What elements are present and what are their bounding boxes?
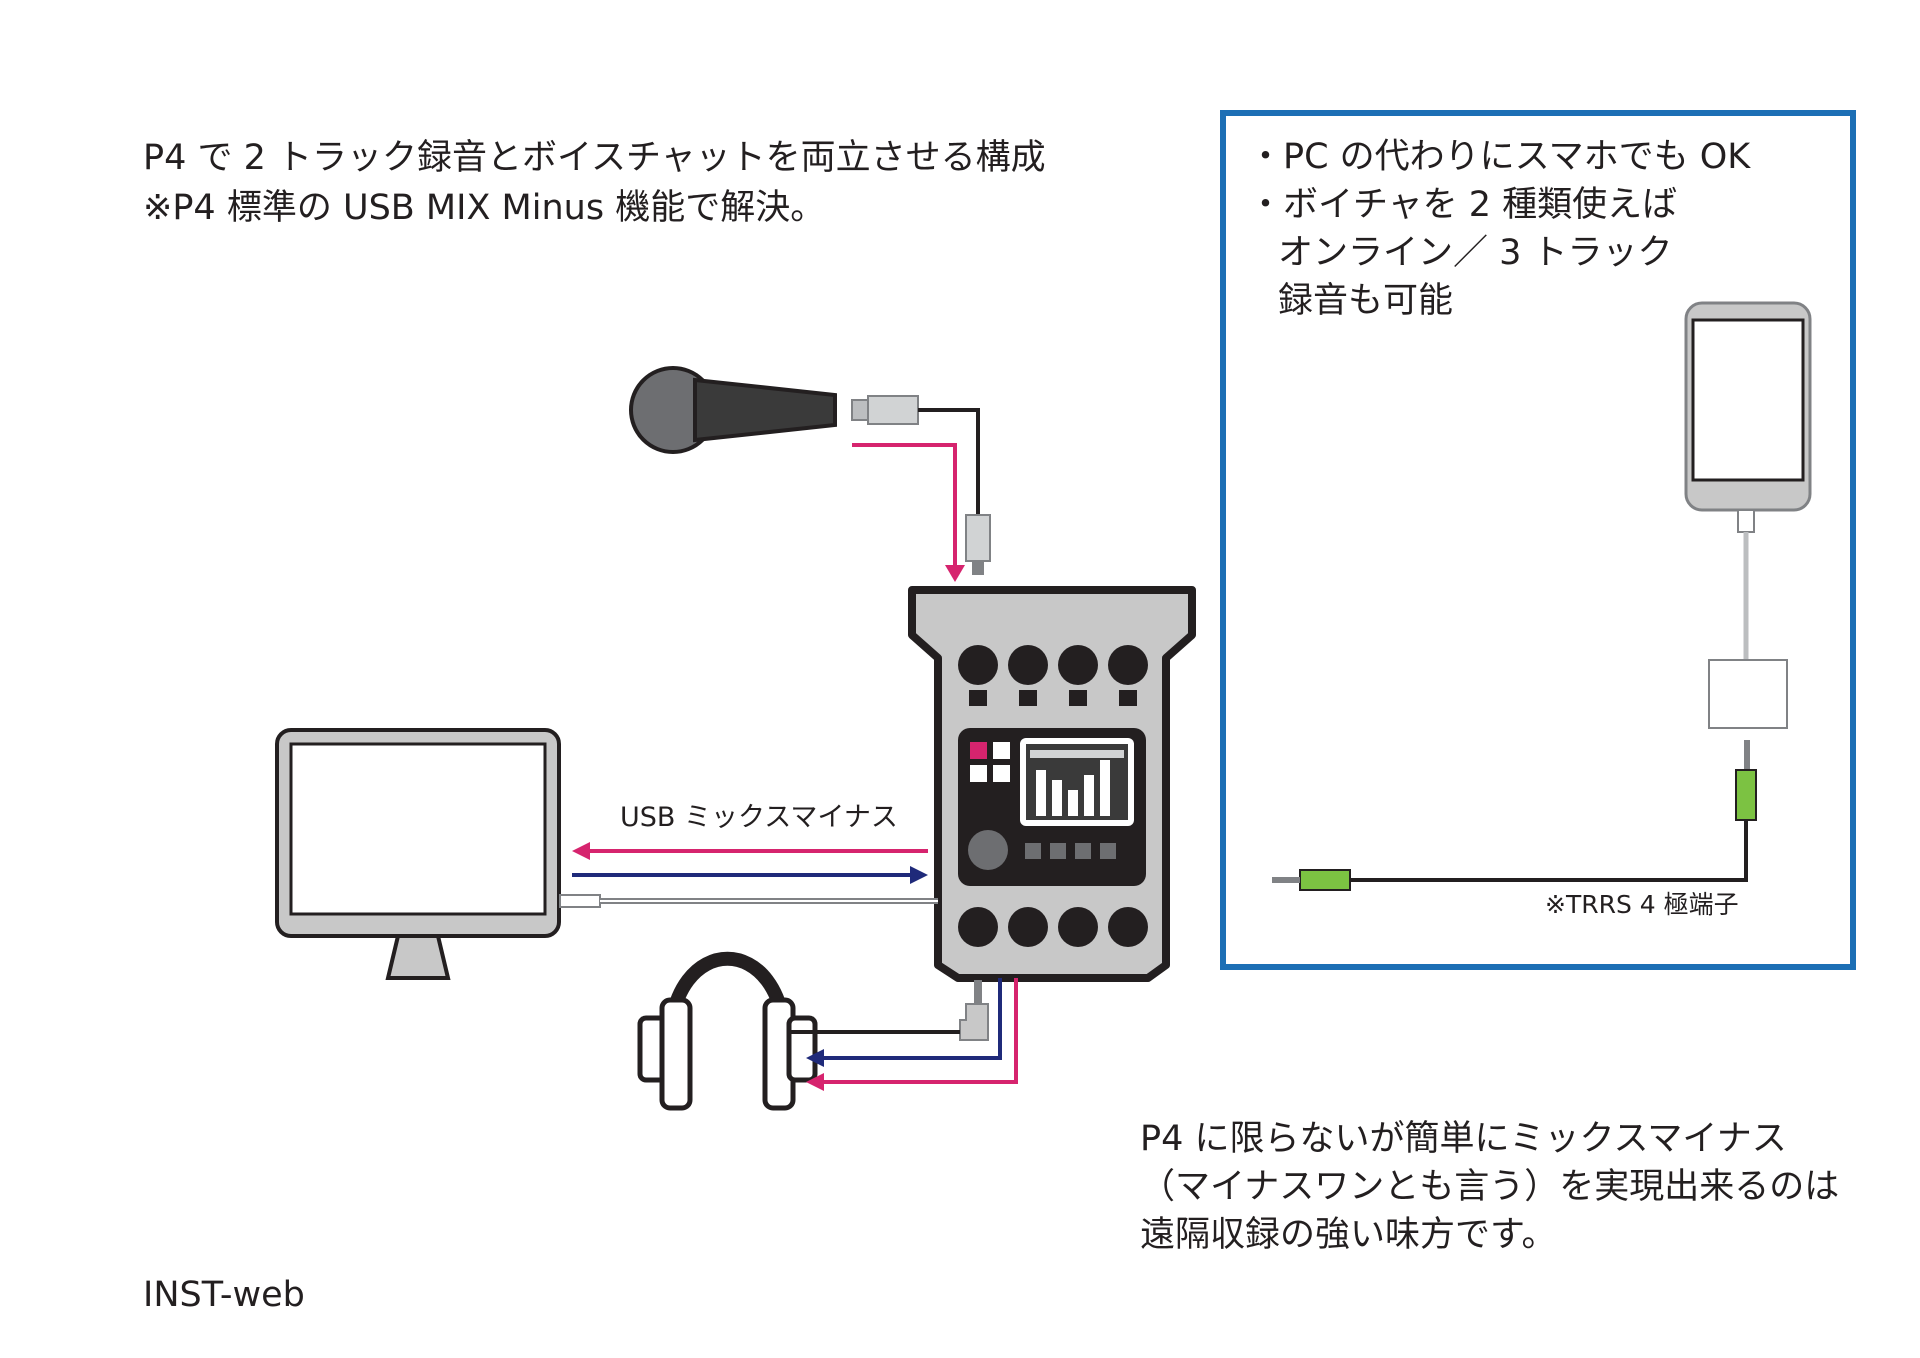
box-line-1: ・PC の代わりにスマホでも OK — [1248, 137, 1751, 177]
smartphone-box-border — [1220, 110, 1856, 970]
microphone-icon — [629, 366, 919, 454]
bottom-note: P4 に限らないが簡単にミックスマイナス （マイナスワンとも言う）を実現出来るの… — [1140, 1115, 1839, 1259]
headphone-return-arrow — [822, 978, 1018, 1084]
mic-cable — [918, 408, 980, 515]
mic-xlr-plug — [965, 514, 991, 575]
trrs-plug-horizontal — [1272, 869, 1351, 891]
trrs-note: ※TRRS 4 極端子 — [1545, 890, 1739, 919]
box-line-2: ・ボイチャを 2 種類使えば — [1248, 185, 1678, 225]
usb-plug — [559, 894, 601, 908]
smartphone-box-text: ・PC の代わりにスマホでも OK ・ボイチャを 2 種類使えば オンライン／ … — [1248, 133, 1750, 325]
headphone-send-arrow — [822, 978, 1002, 1060]
mic-signal-arrow — [852, 443, 957, 570]
headphone-plug — [959, 980, 989, 1041]
box-line-4: 録音も可能 — [1278, 281, 1454, 321]
monitor-icon — [275, 728, 561, 980]
mixer-p4-icon — [908, 586, 1196, 982]
footer-credit: INST-web — [143, 1275, 305, 1315]
headphones-icon — [637, 951, 818, 1111]
bottom-note-line-2: （マイナスワンとも言う）を実現出来るのは — [1140, 1167, 1840, 1207]
trrs-plug-vertical — [1735, 740, 1757, 821]
box-line-3: オンライン／ 3 トラック — [1278, 233, 1673, 273]
trrs-cable — [1350, 820, 1748, 882]
usb-mix-minus-label: USB ミックスマイナス — [620, 802, 898, 833]
bottom-note-line-1: P4 に限らないが簡単にミックスマイナス — [1140, 1119, 1787, 1159]
diagram-heading: P4 で 2 トラック録音とボイスチャットを両立させる構成 ※P4 標準の US… — [143, 133, 1046, 233]
heading-line-1: P4 で 2 トラック録音とボイスチャットを両立させる構成 — [143, 138, 1046, 178]
bottom-note-line-3: 遠隔収録の強い味方です。 — [1140, 1215, 1557, 1255]
smartphone-icon — [1684, 301, 1812, 533]
adapter-icon — [1708, 659, 1788, 729]
heading-line-2: ※P4 標準の USB MIX Minus 機能で解決。 — [143, 188, 826, 228]
